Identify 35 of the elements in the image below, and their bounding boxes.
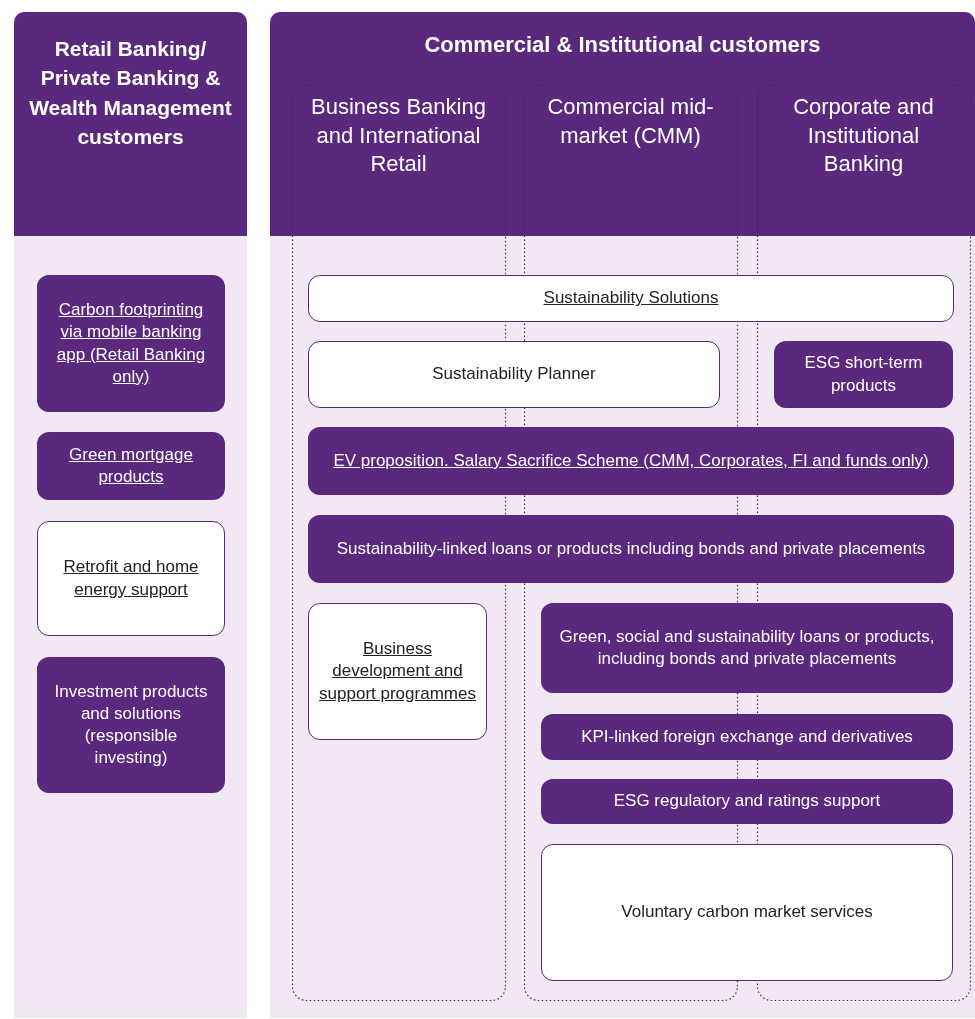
column-heading: Business Banking and International Retail — [310, 93, 487, 179]
product-link: Business development and support programmes — [318, 638, 477, 705]
product-box — [541, 714, 953, 760]
product-box — [541, 603, 953, 693]
product-label: ESG regulatory and ratings support — [612, 790, 882, 813]
column-heading: Corporate and Institutional Banking — [792, 93, 935, 179]
product-label: Investment products and solutions (responsible investing) — [53, 680, 209, 770]
product-link: Carbon footprinting via mobile banking app (Retail Banking only) — [55, 299, 207, 388]
product-box — [541, 779, 953, 824]
product-box — [308, 341, 720, 408]
product-box — [541, 844, 953, 981]
product-label: Green, social and sustainability loans or products, including bonds and private placements — [558, 625, 936, 670]
product-box — [774, 341, 953, 408]
product-label: ESG short-term products — [803, 352, 924, 397]
product-link: EV proposition. Salary Sacrifice Scheme (CMM, Corporates, FI and funds only) — [332, 449, 930, 472]
customer-segment-panel — [14, 12, 247, 1018]
product-link: Retrofit and home energy support — [62, 556, 200, 601]
product-box — [37, 657, 225, 793]
product-link: Green mortgage products — [68, 443, 194, 488]
product-box — [308, 275, 954, 322]
product-label: Voluntary carbon market services — [620, 901, 874, 924]
product-box — [37, 275, 225, 412]
column-heading: Commercial & Institutional customers — [423, 31, 822, 59]
product-label: KPI-linked foreign exchange and derivatives — [580, 725, 914, 748]
product-box — [37, 521, 225, 636]
product-box — [308, 603, 487, 740]
column-heading: Retail Banking/ Private Banking & Wealth Management customers — [28, 36, 233, 151]
product-label: Sustainability-linked loans or products including bonds and private placements — [335, 537, 927, 560]
customer-segment-panel — [270, 12, 975, 1018]
column-heading: Commercial mid-market (CMM) — [546, 93, 715, 150]
product-box — [308, 515, 954, 583]
product-box — [308, 427, 954, 495]
product-label: Sustainability Planner — [431, 363, 597, 386]
product-box — [37, 432, 225, 500]
product-link: Sustainability Solutions — [542, 287, 720, 310]
